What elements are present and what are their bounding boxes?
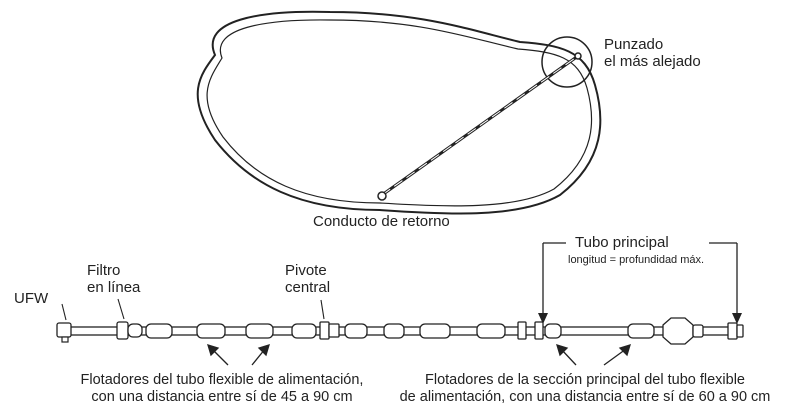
- label-ufw: UFW: [14, 290, 49, 307]
- label-flotadores-alimentacion: Flotadores del tubo flexible de alimenta…: [30, 372, 414, 405]
- float-arrows: [207, 344, 631, 366]
- label-longitud: longitud = profundidad máx.: [568, 254, 705, 266]
- pool-outline-outer: [196, 10, 602, 215]
- arrow-down-right: [732, 313, 742, 324]
- label-flotadores-principal: Flotadores de la sección principal del t…: [384, 372, 786, 405]
- central-pivot: [319, 321, 330, 340]
- inline-filter: [116, 321, 129, 340]
- ufw-fitting: [56, 322, 72, 338]
- pool-outline-inner: [206, 19, 593, 207]
- feed-hose-floats: [145, 323, 506, 339]
- flot-princ-line2: de alimentación, con una distancia entre…: [399, 388, 771, 405]
- label-filtro: Filtro en línea: [87, 262, 140, 297]
- pool-cleaner-head: [377, 191, 387, 201]
- label-pivote: Pivote central: [285, 262, 330, 297]
- punzado-line1: Punzado: [604, 36, 664, 53]
- main-section-floats: [517, 317, 744, 345]
- pivote-line2: central: [285, 279, 331, 297]
- skimmer-circle: [541, 36, 593, 88]
- flot-princ-line1: Flotadores de la sección principal del t…: [425, 372, 745, 388]
- pivote-line1: Pivote: [285, 262, 327, 279]
- arrow-down-left: [538, 313, 548, 324]
- filtro-line1: Filtro: [87, 262, 121, 279]
- punzado-line2: el más alejado: [604, 53, 701, 71]
- label-punzado: Punzado el más alejado: [604, 36, 701, 71]
- flot-alim-line2: con una distancia entre sí de 45 a 90 cm: [91, 388, 353, 405]
- label-conducto: Conducto de retorno: [313, 213, 450, 230]
- label-tubo-principal: Tubo principal: [575, 234, 669, 251]
- flot-alim-line1: Flotadores del tubo flexible de alimenta…: [80, 372, 364, 388]
- filtro-line2: en línea: [87, 279, 141, 297]
